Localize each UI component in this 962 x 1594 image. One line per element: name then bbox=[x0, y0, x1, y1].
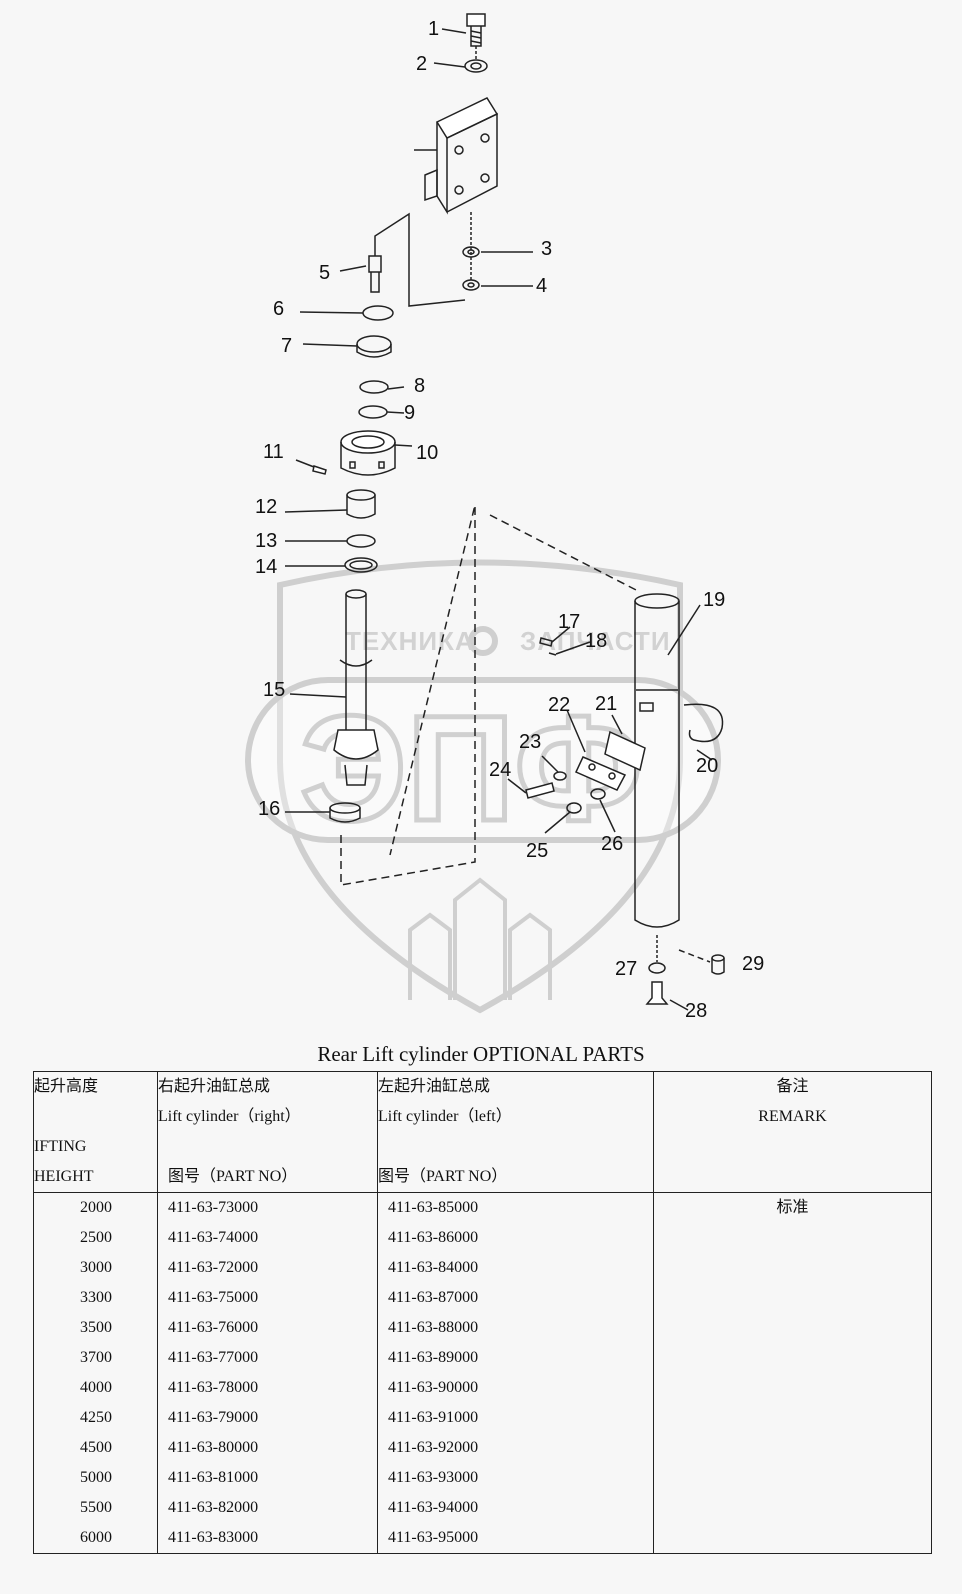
callout-23: 23 bbox=[519, 731, 541, 753]
callout-2: 2 bbox=[416, 53, 427, 75]
right-part-no-cell: 411-63-79000 bbox=[168, 1409, 259, 1426]
callout-17: 17 bbox=[558, 611, 580, 633]
right-part-no-cell: 411-63-83000 bbox=[168, 1529, 259, 1546]
callout-9: 9 bbox=[404, 402, 415, 424]
header-remark-cn: 备注 bbox=[776, 1078, 809, 1095]
lifting-height-cell: 6000 bbox=[80, 1529, 112, 1546]
left-part-no-cell: 411-63-93000 bbox=[388, 1469, 479, 1486]
callout-20: 20 bbox=[696, 755, 718, 777]
right-part-no-cell: 411-63-77000 bbox=[168, 1349, 259, 1366]
header-left-cylinder-cn: 左起升油缸总成 bbox=[378, 1078, 491, 1095]
header-lifting-height-en-2: HEIGHT bbox=[34, 1168, 94, 1185]
callout-14: 14 bbox=[255, 556, 277, 578]
lifting-height-cell: 4250 bbox=[80, 1409, 112, 1426]
callout-25: 25 bbox=[526, 840, 548, 862]
callout-29: 29 bbox=[742, 953, 764, 975]
header-right-cylinder-cn: 右起升油缸总成 bbox=[158, 1078, 271, 1095]
left-part-no-cell: 411-63-92000 bbox=[388, 1439, 479, 1456]
right-part-no-cell: 411-63-78000 bbox=[168, 1379, 259, 1396]
right-part-no-cell: 411-63-80000 bbox=[168, 1439, 259, 1456]
left-part-no-cell: 411-63-94000 bbox=[388, 1499, 479, 1516]
lifting-height-cell: 3300 bbox=[80, 1289, 112, 1306]
header-left-cylinder: 左起升油缸总成 Lift cylinder（left） 图号（PART NO） bbox=[377, 1071, 654, 1193]
heights-column: 2000 2500 3000 3300 3500 3700 4000 4250 4500 5000… bbox=[33, 1192, 158, 1554]
lifting-height-cell: 2000 bbox=[80, 1199, 112, 1216]
callout-7: 7 bbox=[281, 335, 292, 357]
right-part-no-column: 411-63-73000 411-63-74000 411-63-72000 411-… bbox=[157, 1192, 378, 1554]
watermark-left-text: ТЕХНИКА bbox=[345, 626, 475, 656]
callout-12: 12 bbox=[255, 496, 277, 518]
header-lifting-height-cn: 起升高度 bbox=[34, 1078, 99, 1095]
parts-line-art bbox=[284, 13, 725, 1011]
callout-4: 4 bbox=[536, 275, 547, 297]
remark-text: 标准 bbox=[776, 1199, 809, 1216]
lifting-height-cell: 3700 bbox=[80, 1349, 112, 1366]
lifting-height-cell: 3000 bbox=[80, 1259, 112, 1276]
left-part-no-cell: 411-63-87000 bbox=[388, 1289, 479, 1306]
callout-6: 6 bbox=[273, 298, 284, 320]
remark-cell: 标准 bbox=[653, 1192, 932, 1554]
callout-5: 5 bbox=[319, 262, 330, 284]
callout-15: 15 bbox=[263, 679, 285, 701]
lifting-height-cell: 5500 bbox=[80, 1499, 112, 1516]
lifting-height-cell: 2500 bbox=[80, 1229, 112, 1246]
lifting-height-cell: 4500 bbox=[80, 1439, 112, 1456]
callout-16: 16 bbox=[258, 798, 280, 820]
left-part-no-cell: 411-63-86000 bbox=[388, 1229, 479, 1246]
callout-18: 18 bbox=[585, 630, 607, 652]
exploded-parts-diagram: ЭПФ ТЕХНИКА ЗАПЧАСТИ bbox=[245, 13, 764, 1022]
header-right-part-no: 图号（PART NO） bbox=[168, 1168, 298, 1185]
left-part-no-cell: 411-63-84000 bbox=[388, 1259, 479, 1276]
callout-labels: 1 2 3 4 5 6 7 8 9 10 11 12 13 14 15 16 1… bbox=[255, 18, 764, 1022]
callout-21: 21 bbox=[595, 693, 617, 715]
header-right-cylinder: 右起升油缸总成 Lift cylinder（right） 图号（PART NO） bbox=[157, 1071, 378, 1193]
page-title: Rear Lift cylinder OPTIONAL PARTS bbox=[317, 1042, 645, 1066]
lifting-height-cell: 3500 bbox=[80, 1319, 112, 1336]
right-part-no-cell: 411-63-82000 bbox=[168, 1499, 259, 1516]
table-header-row: 起升高度 IFTING HEIGHT 右起升油缸总成 Lift cylinder… bbox=[33, 1071, 932, 1193]
right-part-no-cell: 411-63-81000 bbox=[168, 1469, 259, 1486]
right-part-no-cell: 411-63-75000 bbox=[168, 1289, 259, 1306]
left-part-no-cell: 411-63-90000 bbox=[388, 1379, 479, 1396]
callout-19: 19 bbox=[703, 589, 725, 611]
parts-table: 起升高度 IFTING HEIGHT 右起升油缸总成 Lift cylinder… bbox=[33, 1071, 932, 1554]
header-right-cylinder-en: Lift cylinder（right） bbox=[158, 1108, 301, 1125]
left-part-no-cell: 411-63-89000 bbox=[388, 1349, 479, 1366]
header-lifting-height-en-1: IFTING bbox=[34, 1138, 87, 1155]
header-lifting-height: 起升高度 IFTING HEIGHT bbox=[33, 1071, 158, 1193]
header-remark: 备注 REMARK bbox=[653, 1071, 932, 1193]
callout-8: 8 bbox=[414, 375, 425, 397]
header-remark-en: REMARK bbox=[758, 1108, 827, 1125]
callout-27: 27 bbox=[615, 958, 637, 980]
callout-28: 28 bbox=[685, 1000, 707, 1022]
left-part-no-cell: 411-63-88000 bbox=[388, 1319, 479, 1336]
table-body-row: 2000 2500 3000 3300 3500 3700 4000 4250 4500 5000… bbox=[33, 1192, 932, 1554]
header-left-cylinder-en: Lift cylinder（left） bbox=[378, 1108, 512, 1125]
left-part-no-cell: 411-63-85000 bbox=[388, 1199, 479, 1216]
callout-10: 10 bbox=[416, 442, 438, 464]
lifting-height-cell: 5000 bbox=[80, 1469, 112, 1486]
callout-1: 1 bbox=[428, 18, 439, 40]
callout-13: 13 bbox=[255, 530, 277, 552]
right-part-no-cell: 411-63-76000 bbox=[168, 1319, 259, 1336]
lifting-height-cell: 4000 bbox=[80, 1379, 112, 1396]
header-left-part-no: 图号（PART NO） bbox=[378, 1168, 508, 1185]
callout-11: 11 bbox=[263, 441, 284, 463]
right-part-no-cell: 411-63-74000 bbox=[168, 1229, 259, 1246]
callout-3: 3 bbox=[541, 238, 552, 260]
right-part-no-cell: 411-63-73000 bbox=[168, 1199, 259, 1216]
callout-24: 24 bbox=[489, 759, 511, 781]
left-part-no-cell: 411-63-91000 bbox=[388, 1409, 479, 1426]
right-part-no-cell: 411-63-72000 bbox=[168, 1259, 259, 1276]
callout-22: 22 bbox=[548, 694, 570, 716]
left-part-no-cell: 411-63-95000 bbox=[388, 1529, 479, 1546]
left-part-no-column: 411-63-85000 411-63-86000 411-63-84000 411-… bbox=[377, 1192, 654, 1554]
callout-26: 26 bbox=[601, 833, 623, 855]
watermark-right-text: ЗАПЧАСТИ bbox=[520, 626, 671, 656]
